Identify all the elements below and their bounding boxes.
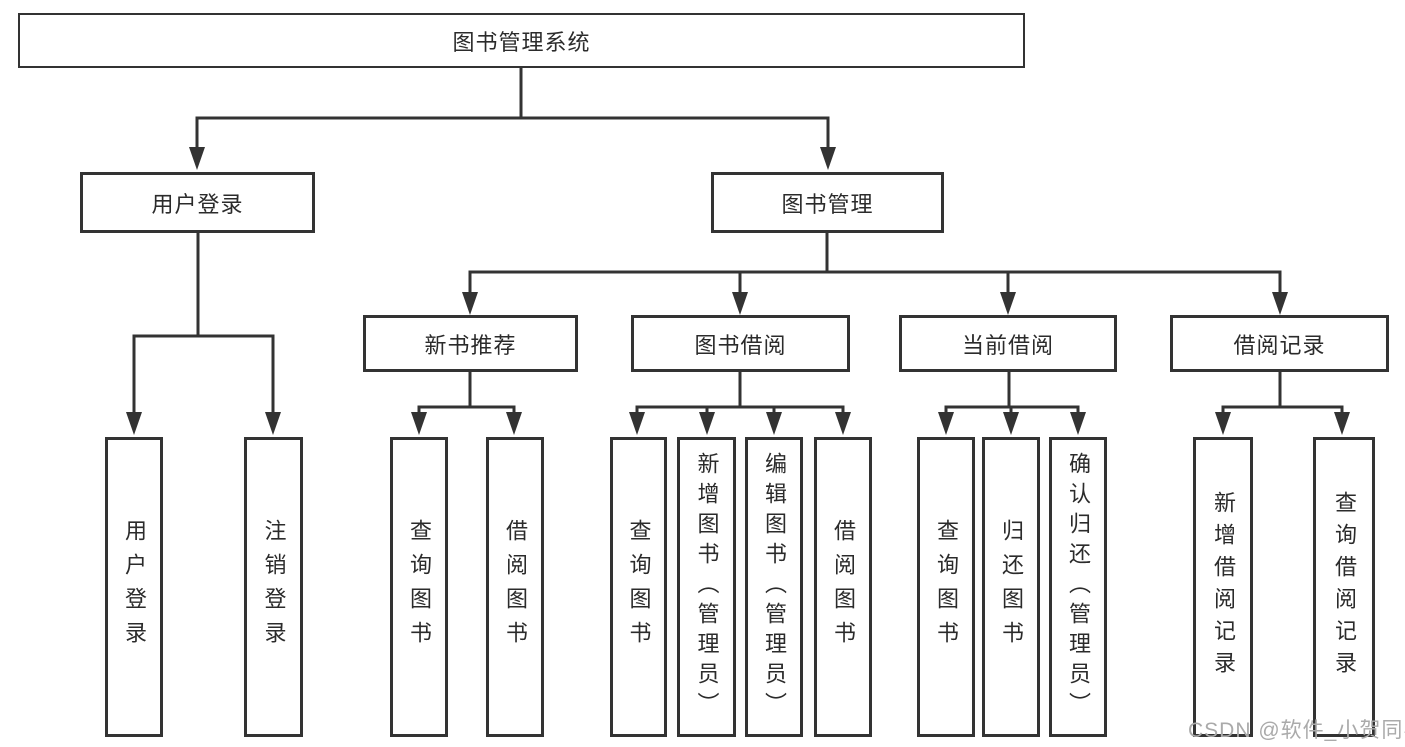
node-leaf-confirm-return-admin: 确认归还（管理员） bbox=[1049, 437, 1107, 737]
connector-borrowing-records-bus bbox=[1221, 405, 1344, 417]
node-leaf-user-login: 用户登录 bbox=[105, 437, 163, 737]
connector-user-login-bus bbox=[132, 334, 275, 416]
node-leaf-borrow-book-1-label: 借阅图书 bbox=[503, 519, 528, 655]
node-user-login-label: 用户登录 bbox=[151, 191, 244, 217]
node-leaf-query-books-1-label: 查询图书 bbox=[407, 519, 432, 655]
node-leaf-query-books-3: 查询图书 bbox=[917, 437, 975, 737]
node-leaf-add-borrow-record-label: 新增借阅记录 bbox=[1211, 491, 1236, 683]
node-leaf-borrow-book-2: 借阅图书 bbox=[814, 437, 872, 737]
node-new-book-recommendation: 新书推荐 bbox=[363, 315, 578, 372]
node-leaf-query-books-1: 查询图书 bbox=[390, 437, 448, 737]
node-book-borrowing-label: 图书借阅 bbox=[694, 332, 787, 358]
node-leaf-edit-book-admin-label: 编辑图书（管理员） bbox=[762, 452, 787, 722]
arrowheads bbox=[126, 147, 1350, 435]
node-leaf-query-borrow-record: 查询借阅记录 bbox=[1313, 437, 1375, 737]
node-user-login: 用户登录 bbox=[80, 172, 315, 233]
connector-level3-bus bbox=[468, 270, 1282, 296]
node-leaf-return-book-label: 归还图书 bbox=[999, 519, 1024, 655]
node-leaf-return-book: 归还图书 bbox=[982, 437, 1040, 737]
connector-level2-bus bbox=[195, 116, 830, 150]
node-book-management: 图书管理 bbox=[711, 172, 944, 233]
node-leaf-edit-book-admin: 编辑图书（管理员） bbox=[745, 437, 803, 737]
node-leaf-borrow-book-2-label: 借阅图书 bbox=[831, 519, 856, 655]
node-leaf-query-books-3-label: 查询图书 bbox=[934, 519, 959, 655]
node-leaf-borrow-book-1: 借阅图书 bbox=[486, 437, 544, 737]
node-leaf-query-borrow-record-label: 查询借阅记录 bbox=[1332, 491, 1357, 683]
node-new-book-recommendation-label: 新书推荐 bbox=[424, 332, 517, 358]
node-current-borrowing: 当前借阅 bbox=[899, 315, 1117, 372]
node-leaf-confirm-return-admin-label: 确认归还（管理员） bbox=[1066, 452, 1091, 722]
node-book-management-label: 图书管理 bbox=[781, 191, 874, 217]
node-leaf-add-book-admin: 新增图书（管理员） bbox=[677, 437, 736, 737]
csdn-watermark: CSDN @软件_小贺同学 bbox=[1188, 719, 1405, 742]
node-leaf-logout-label: 注销登录 bbox=[261, 519, 287, 655]
node-book-borrowing: 图书借阅 bbox=[631, 315, 850, 372]
node-leaf-add-book-admin-label: 新增图书（管理员） bbox=[694, 452, 720, 722]
node-leaf-user-login-label: 用户登录 bbox=[122, 519, 147, 655]
node-leaf-query-books-2: 查询图书 bbox=[610, 437, 667, 737]
node-root-label: 图书管理系统 bbox=[452, 29, 591, 55]
node-borrowing-records: 借阅记录 bbox=[1170, 315, 1389, 372]
node-leaf-add-borrow-record: 新增借阅记录 bbox=[1193, 437, 1253, 737]
node-root: 图书管理系统 bbox=[18, 13, 1025, 68]
node-leaf-query-books-2-label: 查询图书 bbox=[626, 519, 652, 655]
connector-new-book-bus bbox=[417, 405, 516, 417]
node-leaf-logout: 注销登录 bbox=[244, 437, 303, 737]
node-current-borrowing-label: 当前借阅 bbox=[961, 332, 1054, 358]
connector-book-borrowing-bus bbox=[635, 405, 845, 417]
node-borrowing-records-label: 借阅记录 bbox=[1233, 332, 1326, 358]
